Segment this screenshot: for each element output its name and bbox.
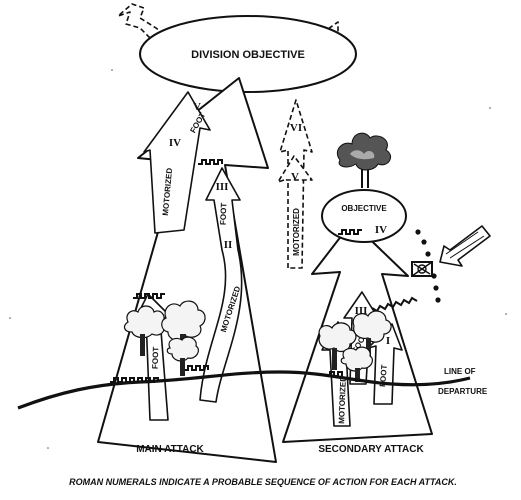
stray-specks — [9, 69, 507, 449]
secondary-attack-label: SECONDARY ATTACK — [318, 444, 424, 455]
numeral-iv-secondary: IV — [375, 224, 387, 236]
main-attack-label: MAIN ATTACK — [136, 444, 204, 455]
secondary-objective-label: OBJECTIVE — [341, 204, 387, 213]
line-of-departure-label-2: DEPARTURE — [438, 387, 488, 396]
tree-icon — [123, 300, 392, 382]
line-of-departure: LINE OF DEPARTURE — [17, 367, 488, 410]
figure-caption: ROMAN NUMERALS INDICATE A PROBABLE SEQUE… — [69, 477, 457, 487]
secondary-exploitation-arrow: VI V MOTORIZED — [277, 99, 313, 269]
numeral-ii: II — [224, 239, 233, 251]
main-arrow-ii-iii: III II FOOT MOTORIZED — [199, 167, 243, 403]
line-of-departure-label-1: LINE OF — [444, 367, 476, 376]
numeral-iv: IV — [169, 137, 181, 149]
motorized-label-main: MOTORIZED — [161, 167, 174, 216]
foot-label-i-secondary: FOOT — [378, 364, 389, 387]
main-arrow-iv-v: IV V FOOT MOTORIZED — [143, 91, 211, 234]
division-objective-label: DIVISION OBJECTIVE — [191, 49, 305, 61]
motorized-label-secondary: MOTORIZED — [337, 376, 348, 424]
numeral-iii: III — [216, 181, 229, 193]
foot-label-iii: FOOT — [219, 203, 229, 226]
numeral-v: V — [291, 171, 299, 183]
explosion-icon — [336, 132, 391, 188]
attack-arrow-icon — [439, 225, 491, 267]
motorized-label: MOTORIZED — [292, 208, 301, 256]
exploitation-arrow-left — [117, 3, 167, 39]
enemy-position-icon — [411, 229, 441, 303]
numeral-v-main: V — [193, 101, 201, 113]
foot-label-i: FOOT — [151, 347, 161, 370]
division-objective: DIVISION OBJECTIVE — [139, 15, 357, 93]
numeral-i-secondary: I — [386, 335, 390, 347]
numeral-vi: VI — [290, 122, 302, 134]
secondary-objective: OBJECTIVE — [321, 189, 407, 243]
